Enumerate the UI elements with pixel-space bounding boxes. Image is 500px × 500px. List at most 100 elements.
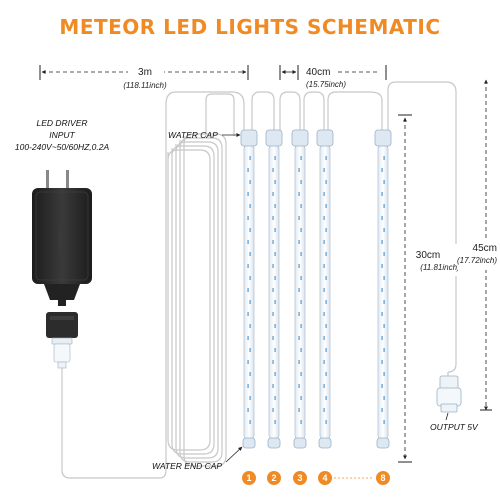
led-dot: [300, 420, 302, 424]
water-end-cap-4: [318, 437, 332, 449]
led-dot: [383, 396, 385, 400]
led-dot: [247, 408, 249, 412]
led-dot: [272, 384, 274, 388]
led-dot: [325, 252, 327, 256]
tube-length-inch-label: (11.81inch): [420, 263, 460, 272]
led-dot: [325, 348, 327, 352]
driver-label-line3: 100-240V~50/60HZ,0.2A: [15, 142, 110, 152]
led-dot: [325, 180, 327, 184]
led-dot: [298, 360, 300, 364]
water-cap-4: [316, 129, 334, 147]
led-dot: [274, 276, 276, 280]
led-dot: [323, 360, 325, 364]
led-dot: [272, 216, 274, 220]
led-dot: [325, 156, 327, 160]
led-dot: [274, 348, 276, 352]
led-dot: [381, 288, 383, 292]
led-dot: [247, 384, 249, 388]
led-dot: [383, 204, 385, 208]
tube-8: [374, 129, 392, 449]
led-dot: [381, 360, 383, 364]
led-dot: [325, 228, 327, 232]
led-dot: [323, 216, 325, 220]
led-dot: [381, 168, 383, 172]
led-dot: [272, 264, 274, 268]
led-dot: [249, 204, 251, 208]
tail-length-dimension: 45cm (17.72inch): [457, 79, 500, 411]
main-lead-wire: [61, 91, 245, 479]
led-dot: [383, 348, 385, 352]
led-dot: [381, 312, 383, 316]
led-dot: [274, 372, 276, 376]
led-dot: [300, 324, 302, 328]
led-dot: [249, 180, 251, 184]
led-dot: [298, 336, 300, 340]
tube-badge-3: 3: [297, 473, 302, 483]
led-dot: [247, 192, 249, 196]
led-dot: [383, 300, 385, 304]
led-dot: [325, 420, 327, 424]
led-dot: [383, 252, 385, 256]
led-dot: [298, 408, 300, 412]
spacing-inch-label: (15.75inch): [306, 80, 346, 89]
led-dot: [249, 300, 251, 304]
driver-label-line2: INPUT: [49, 130, 75, 140]
led-dot: [247, 312, 249, 316]
led-dot: [325, 396, 327, 400]
led-dot: [323, 408, 325, 412]
led-dot: [381, 216, 383, 220]
led-dot: [300, 276, 302, 280]
water-cap-2: [265, 129, 283, 147]
tube-badge-circle: [242, 471, 256, 485]
tube-2: [265, 129, 283, 449]
led-dot: [325, 276, 327, 280]
led-dot: [298, 264, 300, 268]
led-dot: [272, 192, 274, 196]
led-dot: [383, 156, 385, 160]
led-dot: [274, 300, 276, 304]
led-dot: [300, 228, 302, 232]
led-dot: [381, 240, 383, 244]
power-adapter-icon: — — — —: [32, 170, 92, 369]
led-dot: [274, 420, 276, 424]
water-end-cap-2: [267, 437, 281, 449]
water-end-cap-3: [293, 437, 307, 449]
led-dot: [298, 216, 300, 220]
led-dot: [247, 168, 249, 172]
lead-length-dimension: 3m (118.11inch): [39, 64, 249, 90]
led-dot: [249, 276, 251, 280]
tail-length-label: 45cm: [473, 243, 497, 254]
led-dot: [249, 228, 251, 232]
led-dot: [325, 372, 327, 376]
led-dot: [323, 240, 325, 244]
coiled-lead-wire: [167, 93, 235, 467]
led-dot: [298, 192, 300, 196]
led-dot: [274, 204, 276, 208]
led-dot: [247, 336, 249, 340]
led-dot: [298, 384, 300, 388]
led-dot: [272, 408, 274, 412]
led-dot: [274, 396, 276, 400]
water-cap-callout: WATER CAP: [168, 130, 241, 140]
led-dot: [272, 336, 274, 340]
led-dot: [300, 372, 302, 376]
led-dot: [249, 396, 251, 400]
tube-length-label: 30cm: [416, 250, 440, 261]
water-end-cap-callout: WATER END CAP: [152, 446, 243, 471]
led-dot: [300, 300, 302, 304]
led-dot: [272, 312, 274, 316]
led-dot: [383, 276, 385, 280]
led-dot: [300, 156, 302, 160]
led-dot: [323, 384, 325, 388]
led-dot: [247, 264, 249, 268]
lead-length-label: 3m: [138, 67, 152, 78]
led-dot: [323, 312, 325, 316]
led-dot: [381, 408, 383, 412]
led-dot: [323, 336, 325, 340]
led-dot: [272, 288, 274, 292]
led-dot: [323, 288, 325, 292]
tube-badge-circle: [376, 471, 390, 485]
led-dot: [323, 168, 325, 172]
tube-1: [240, 129, 258, 449]
